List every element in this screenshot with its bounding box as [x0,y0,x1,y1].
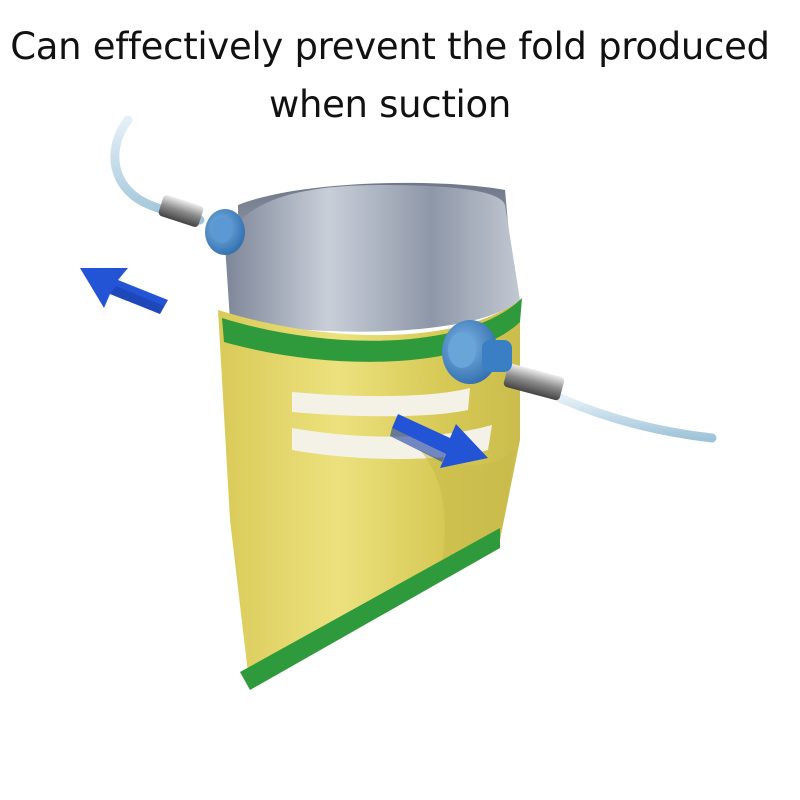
arrow-up-left-icon [80,268,168,314]
bag-label-stripe-1 [292,388,470,417]
caption-line-2: when suction [268,83,512,126]
caption-line-1: Can effectively prevent the fold produce… [10,25,770,68]
bag-opening [225,185,520,332]
right-suction-cup [442,320,565,401]
right-hose [555,393,717,443]
caption: Can effectively prevent the fold produce… [0,18,780,134]
bag-bottom-band [240,528,500,690]
left-suction-cup [158,195,245,255]
arrow-down-right-icon [390,414,488,468]
